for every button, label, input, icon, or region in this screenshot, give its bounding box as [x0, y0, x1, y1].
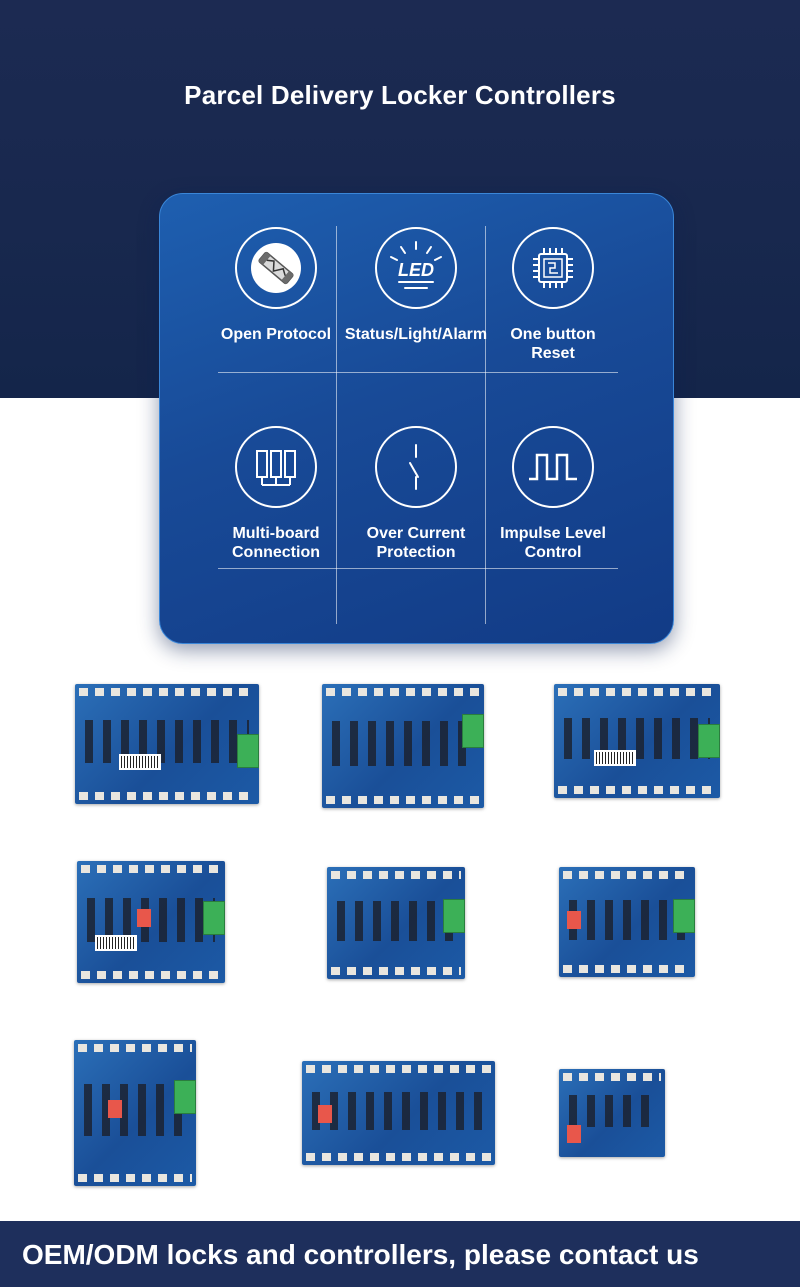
feature-one-button-reset: One button Reset	[478, 227, 628, 363]
feature-label-line: One button	[510, 326, 596, 343]
feature-label-line: Control	[524, 544, 582, 561]
feature-status-light-alarm: LED Status/Light/Alarm	[341, 227, 491, 344]
feature-open-protocol: Open Protocol	[201, 227, 351, 344]
feature-label-line: Connection	[232, 544, 320, 561]
feature-label: Status/Light/Alarm	[341, 325, 491, 344]
feature-card: Open Protocol LED Status/Ligh	[159, 193, 674, 644]
feature-impulse-level-control: Impulse Level Control	[478, 426, 628, 562]
controller-board-9	[559, 1069, 665, 1157]
feature-label-line: Multi-board	[232, 525, 320, 542]
switch-icon	[375, 426, 457, 508]
grid-divider	[218, 372, 618, 373]
led-icon: LED	[375, 227, 457, 309]
controller-board-8	[302, 1061, 495, 1165]
feature-label-line: Reset	[531, 345, 575, 362]
controller-board-4	[77, 861, 225, 983]
grid-divider	[336, 226, 337, 624]
pulse-wave-icon	[512, 426, 594, 508]
feature-label-line: Over Current	[366, 525, 466, 542]
feature-multi-board-connection: Multi-board Connection	[201, 426, 351, 562]
controller-board-5	[327, 867, 465, 979]
feature-label: Over Current Protection	[341, 524, 491, 562]
led-icon-text: LED	[398, 260, 434, 280]
feature-over-current-protection: Over Current Protection	[341, 426, 491, 562]
feature-label-line: Impulse Level	[500, 525, 606, 542]
feature-label: Impulse Level Control	[478, 524, 628, 562]
chip-icon	[512, 227, 594, 309]
feature-label: One button Reset	[478, 325, 628, 363]
grid-divider	[485, 226, 486, 624]
controller-board-7	[74, 1040, 196, 1186]
feature-label-line: Open Protocol	[220, 326, 332, 343]
contact-cta[interactable]: OEM/ODM locks and controllers, please co…	[22, 1239, 699, 1270]
page-title: Parcel Delivery Locker Controllers	[184, 80, 616, 110]
feature-label-line: Status/Light/Alarm	[344, 326, 488, 343]
feature-label-line: Protection	[376, 544, 456, 561]
controller-board-1	[75, 684, 259, 804]
footer-banner: OEM/ODM locks and controllers, please co…	[0, 1221, 800, 1287]
fuse-icon	[235, 227, 317, 309]
feature-label: Open Protocol	[201, 325, 351, 344]
controller-board-3	[554, 684, 720, 798]
multi-board-icon	[235, 426, 317, 508]
controller-board-2	[322, 684, 484, 808]
controller-board-6	[559, 867, 695, 977]
grid-divider	[218, 568, 618, 569]
feature-label: Multi-board Connection	[201, 524, 351, 562]
